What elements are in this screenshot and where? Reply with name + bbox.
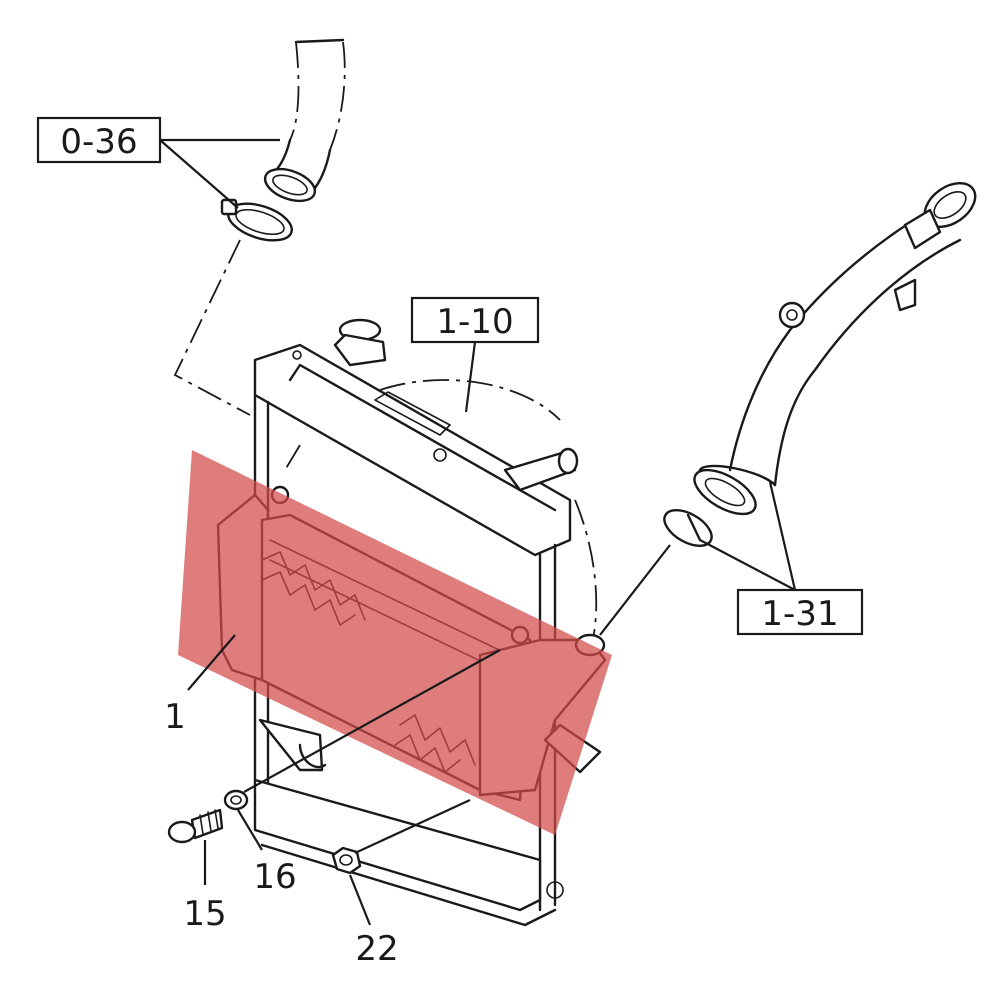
callout-washer-label: 16 (253, 857, 296, 897)
callout-intake-pipe-label: 1-31 (761, 594, 838, 634)
callout-washer: 16 (237, 809, 297, 897)
washer (223, 789, 249, 811)
intake-pipe-clamp (663, 509, 713, 547)
callout-nut-label: 22 (355, 929, 398, 969)
callout-intercooler-label: 1 (164, 697, 186, 737)
callout-bolt-label: 15 (183, 894, 226, 934)
callout-intake-pipe: 1-31 (699, 481, 864, 636)
callout-bolt: 15 (183, 840, 227, 934)
upper-hose (263, 38, 346, 203)
callout-intercooler: 1 (164, 634, 236, 737)
callout-radiator: 1-10 (410, 296, 540, 413)
callout-hose-upper: 0-36 (36, 116, 280, 209)
callout-nut: 22 (348, 874, 399, 969)
upper-hose-clamp (220, 198, 293, 242)
bolt (167, 808, 224, 844)
nut (331, 846, 362, 875)
assembly-lines (173, 239, 671, 854)
callout-hose-upper-label: 0-36 (60, 122, 137, 162)
intercooler-highlight (178, 450, 612, 835)
intake-pipe (693, 181, 977, 516)
callout-radiator-label: 1-10 (436, 302, 513, 342)
radiator (253, 318, 598, 927)
